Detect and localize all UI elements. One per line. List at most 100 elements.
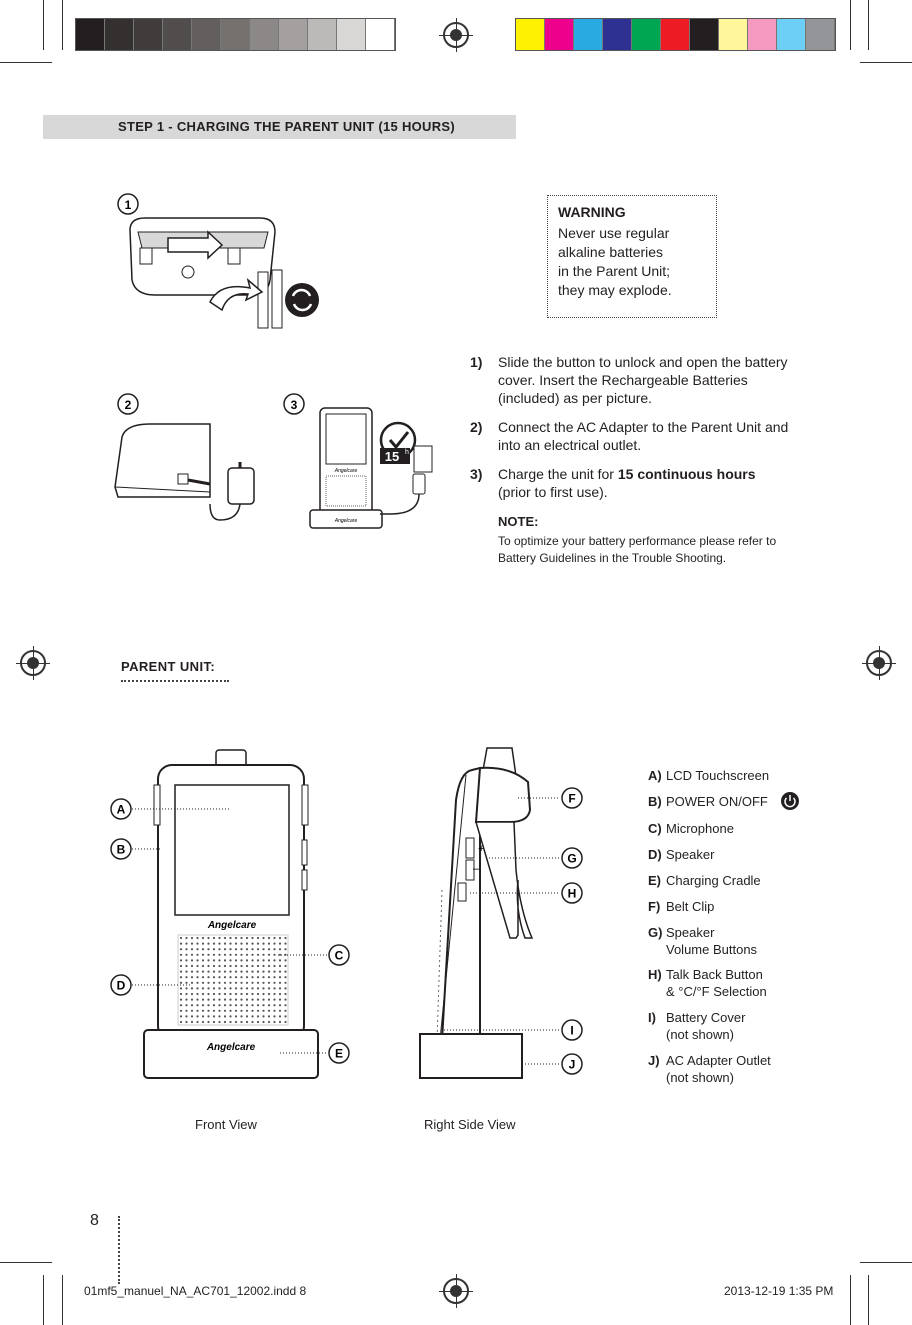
label-key: E) (648, 873, 661, 888)
color-swatch (163, 19, 192, 50)
crop-mark (0, 62, 52, 63)
battery-install-illustration: 1 (117, 193, 319, 329)
callout-letter: E (335, 1047, 343, 1061)
component-label: B)POWER ON/OFF (648, 792, 828, 810)
side-view-caption: Right Side View (424, 1117, 516, 1132)
step-text-part: Charge the unit for (498, 466, 618, 482)
color-swatch (777, 19, 806, 50)
callout-i: I (561, 1019, 583, 1041)
warning-line: in the Parent Unit; (558, 263, 671, 279)
callout-letter: A (117, 803, 126, 817)
color-swatch (192, 19, 221, 50)
color-swatch (250, 19, 279, 50)
component-label: D)Speaker (648, 846, 828, 863)
step-text: Connect the AC Adapter to the Parent Uni… (498, 419, 789, 453)
parent-unit-title: PARENT UNIT: (121, 659, 216, 674)
brand-text: Angelcare (334, 518, 358, 524)
color-swatch (516, 19, 545, 50)
step-text: Slide the button to unlock and open the … (498, 354, 788, 406)
figure-number: 2 (125, 398, 132, 412)
callout-letter: F (568, 792, 575, 806)
timer-hours: 15 (385, 449, 399, 464)
color-swatch (105, 19, 134, 50)
color-swatch (134, 19, 163, 50)
label-value-line: Talk Back Button (666, 967, 763, 982)
front-view-illustration: Angelcare Angelcare A B D C E (110, 749, 350, 1079)
callout-c: C (328, 944, 350, 966)
color-swatch (632, 19, 661, 50)
label-value-line: Speaker (666, 925, 715, 940)
component-label: C) Microphone (648, 820, 828, 837)
label-key: B) (648, 794, 662, 809)
step-text-bold: 15 continuous hours (617, 466, 756, 482)
label-key: A) (648, 768, 662, 783)
color-swatch (366, 19, 395, 50)
page-number-rule (118, 1216, 120, 1284)
label-value: AC Adapter Outlet(not shown) (666, 1052, 771, 1086)
warning-title: WARNING (558, 204, 626, 220)
crop-mark (850, 0, 851, 50)
color-swatch (279, 19, 308, 50)
component-label: J)AC Adapter Outlet(not shown) (648, 1052, 828, 1086)
label-value: Battery Cover(not shown) (666, 1009, 745, 1043)
callout-letter: C (335, 949, 344, 963)
grayscale-color-bar (75, 18, 396, 51)
note-text: To optimize your battery performance ple… (498, 534, 777, 565)
label-value-line: (not shown) (666, 1027, 734, 1042)
figure-number-badge (117, 393, 139, 415)
callout-letter: J (569, 1058, 576, 1072)
color-swatch (806, 19, 835, 50)
side-view-illustration: + – F G H I J (419, 747, 583, 1079)
brand-text: Angelcare (206, 1042, 256, 1053)
step-number: 3) (470, 466, 483, 482)
color-swatch (748, 19, 777, 50)
registration-mark (439, 1274, 473, 1308)
color-swatch (308, 19, 337, 50)
step-title: STEP 1 - CHARGING THE PARENT UNIT (15 HO… (118, 119, 456, 134)
brand-text: Angelcare (207, 920, 257, 931)
label-value-line: AC Adapter Outlet (666, 1053, 771, 1068)
registration-mark (862, 646, 896, 680)
crop-mark (43, 1275, 44, 1325)
brand-text: Angelcare (334, 468, 358, 474)
figure-number: 1 (125, 198, 132, 212)
note-title: NOTE: (498, 514, 539, 529)
step-number: 1) (470, 354, 483, 370)
color-swatch (661, 19, 690, 50)
crop-mark (62, 1275, 63, 1325)
label-key: F) (648, 899, 661, 914)
page-number: 8 (90, 1212, 99, 1229)
color-swatch (574, 19, 603, 50)
label-value: Microphone (666, 821, 734, 836)
charging-illustration: 3 Angelcare Angelcare 15 h (283, 393, 433, 529)
component-label: H) Talk Back Button & °C/°F Selection (648, 966, 828, 1000)
component-label: I)Battery Cover(not shown) (648, 1009, 828, 1043)
label-value-line: Volume Buttons (666, 942, 758, 957)
component-label: E)Charging Cradle (648, 872, 828, 889)
step-text: Charge the unit for 15 continuous hours … (498, 465, 758, 501)
label-value: Talk Back Button & °C/°F Selection (666, 966, 767, 1000)
warning-line: alkaline batteries (558, 244, 664, 260)
label-key: G) (648, 925, 663, 940)
callout-letter: H (568, 887, 577, 901)
label-value: LCD Touchscreen (666, 768, 770, 783)
label-value-line: & °C/°F Selection (666, 984, 767, 999)
label-key: H) (648, 967, 662, 982)
warning-line: they may explode. (558, 282, 672, 298)
label-key: C) (648, 821, 662, 836)
color-swatch (603, 19, 632, 50)
crop-mark (868, 1275, 869, 1325)
callout-a: A (110, 798, 132, 820)
component-label: A) LCD Touchscreen (648, 767, 828, 784)
component-label: F)Belt Clip (648, 898, 828, 915)
timer-unit: h (405, 449, 409, 456)
color-swatch (76, 19, 105, 50)
step-number: 2) (470, 419, 483, 435)
figure-number: 3 (291, 398, 298, 412)
process-color-bar (515, 18, 836, 51)
registration-mark (16, 646, 50, 680)
callout-letter: G (567, 852, 576, 866)
callout-g: G (561, 847, 583, 869)
